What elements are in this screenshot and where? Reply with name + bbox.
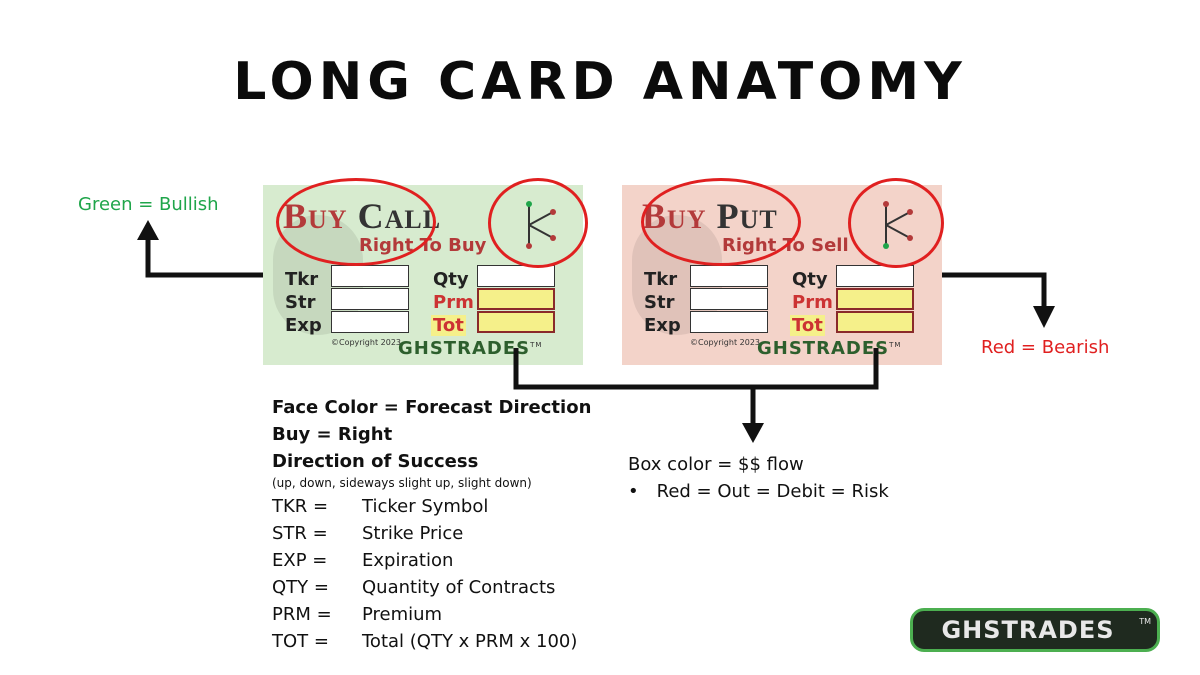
title-highlight-ellipse xyxy=(641,178,801,266)
definition-value: Premium xyxy=(362,604,443,625)
box-connector-line xyxy=(513,348,879,390)
bullish-label: Green = Bullish xyxy=(78,194,219,215)
tot-label: Tot xyxy=(431,315,466,336)
definition-key: EXP = xyxy=(272,550,328,571)
definition-row: PRM = Premium xyxy=(272,604,442,625)
definition-row: TOT = Total (QTY x PRM x 100) xyxy=(272,631,577,652)
str-box xyxy=(690,288,768,310)
definition-value: Quantity of Contracts xyxy=(362,577,556,598)
bullet: • xyxy=(628,481,639,502)
definition-key: PRM = xyxy=(272,604,332,625)
box-color-item: • Red = Out = Debit = Risk xyxy=(628,481,889,502)
card-brand-tm: TM xyxy=(530,341,543,349)
page-title: LONG CARD ANATOMY xyxy=(233,52,967,112)
direction-line: Direction of Success xyxy=(272,451,479,472)
tot-box xyxy=(836,311,914,333)
tot-label: Tot xyxy=(790,315,825,336)
logo-tm: TM xyxy=(1139,617,1151,626)
qty-label: Qty xyxy=(792,269,828,290)
prm-box xyxy=(477,288,555,310)
title-highlight-ellipse xyxy=(276,178,436,266)
exp-label: Exp xyxy=(644,315,681,336)
direction-note: (up, down, sideways slight up, slight do… xyxy=(272,476,532,490)
bearish-label: Red = Bearish xyxy=(981,337,1110,358)
exp-box xyxy=(331,311,409,333)
exp-label: Exp xyxy=(285,315,322,336)
bullish-arrowhead xyxy=(137,220,159,240)
card-brand-tm: TM xyxy=(889,341,902,349)
tkr-box xyxy=(331,265,409,287)
str-label: Str xyxy=(644,292,675,313)
bullish-arrow xyxy=(145,238,263,278)
definition-row: EXP = Expiration xyxy=(272,550,453,571)
definition-key: QTY = xyxy=(272,577,329,598)
direction-highlight-ellipse xyxy=(488,178,588,268)
definition-value: Ticker Symbol xyxy=(362,496,489,517)
tot-box xyxy=(477,311,555,333)
face-color-line: Face Color = Forecast Direction xyxy=(272,397,592,418)
definition-value: Expiration xyxy=(362,550,454,571)
bearish-arrowhead xyxy=(1033,306,1055,328)
str-box xyxy=(331,288,409,310)
definition-row: QTY = Quantity of Contracts xyxy=(272,577,555,598)
qty-box xyxy=(477,265,555,287)
tkr-label: Tkr xyxy=(285,269,319,290)
card-brand-text: GHSTRADES xyxy=(757,338,890,359)
definition-row: TKR = Ticker Symbol xyxy=(272,496,488,517)
bullish-direction-icon xyxy=(526,201,556,249)
card-brand: GHSTRADESTM xyxy=(757,338,901,359)
tkr-label: Tkr xyxy=(644,269,678,290)
box-connector-arrowhead xyxy=(742,423,764,443)
logo-text: GHSTRADES xyxy=(941,616,1115,644)
bearish-arrow xyxy=(942,272,1047,308)
bearish-direction-icon xyxy=(883,201,913,249)
definition-key: TOT = xyxy=(272,631,329,652)
card-brand: GHSTRADESTM xyxy=(398,338,542,359)
card-brand-text: GHSTRADES xyxy=(398,338,531,359)
definition-key: TKR = xyxy=(272,496,329,517)
box-color-item-text: Red = Out = Debit = Risk xyxy=(656,481,889,502)
qty-box xyxy=(836,265,914,287)
box-color-title: Box color = $$ flow xyxy=(628,454,804,475)
prm-box xyxy=(836,288,914,310)
str-label: Str xyxy=(285,292,316,313)
qty-label: Qty xyxy=(433,269,469,290)
exp-box xyxy=(690,311,768,333)
direction-highlight-ellipse xyxy=(848,178,944,268)
copyright-text: ©Copyright 2023 xyxy=(690,338,760,347)
definition-row: STR = Strike Price xyxy=(272,523,463,544)
ghosttrades-logo: GHSTRADES TM xyxy=(910,608,1160,652)
definition-value: Strike Price xyxy=(362,523,464,544)
definition-key: STR = xyxy=(272,523,328,544)
copyright-text: ©Copyright 2023 xyxy=(331,338,401,347)
prm-label: Prm xyxy=(792,292,833,313)
buy-line: Buy = Right xyxy=(272,424,393,445)
prm-label: Prm xyxy=(433,292,474,313)
definition-value: Total (QTY x PRM x 100) xyxy=(362,631,578,652)
